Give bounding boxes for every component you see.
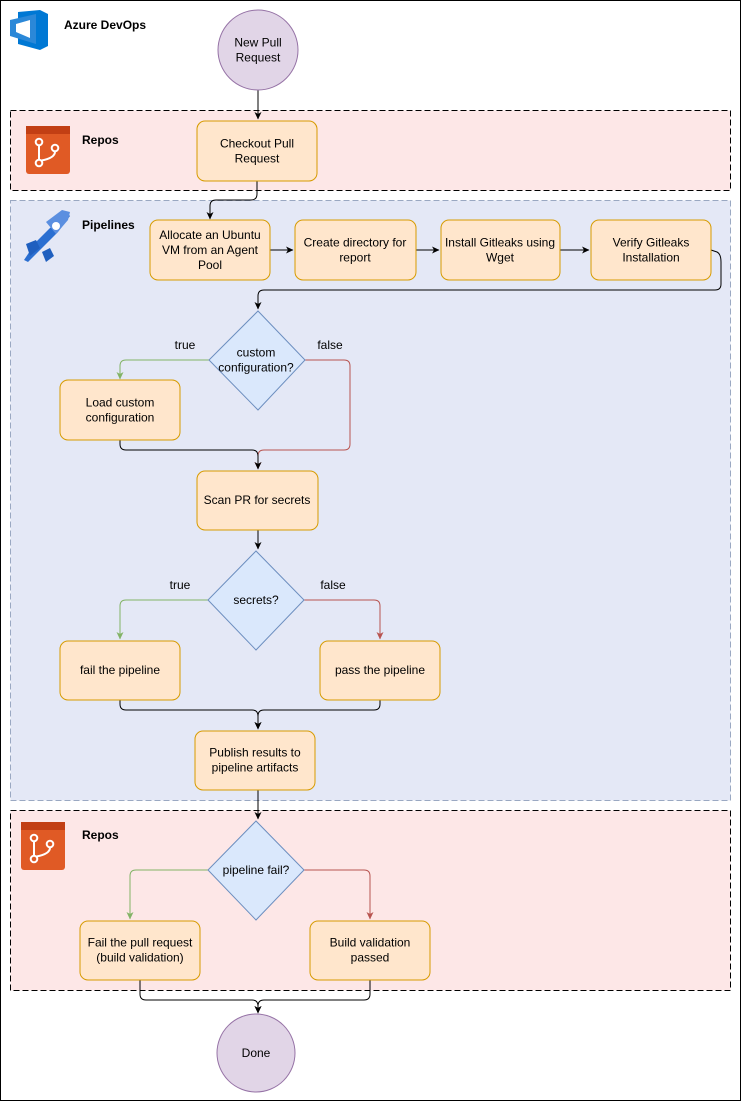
node-label: pipeline fail? [223,863,290,877]
node-scan-pr: Scan PR for secrets [196,470,319,531]
azure-pipelines-icon [24,210,70,262]
node-label-line: fail the pipeline [80,663,160,677]
repos-lane-top [10,110,731,191]
node-label-line: pass the pipeline [335,663,425,677]
edge-fail-publish [119,700,262,730]
node-label-line: VM from an Agent [162,243,259,257]
node-label-line: Request [236,51,281,65]
node-label-line: (build validation) [96,951,183,965]
decision-secrets: secrets? [207,550,305,651]
brand-label: Azure DevOps [64,18,146,32]
edge-failpr-done [139,980,262,1014]
node-label-line: Install Gitleaks using [445,236,555,250]
node-label: pass the pipeline [335,663,425,677]
node-fail-the-pipeline: fail the pipeline [59,640,181,701]
node-label-line: Load custom [86,396,155,410]
node-label: Done [242,1046,271,1060]
edge-label-secrets-false: false [320,578,346,592]
edges [116,90,722,1014]
edge-checkout-allocate [206,181,258,220]
node-label-line: New Pull [234,36,281,50]
node-label-line: custom [237,346,276,360]
node-label: fail the pipeline [80,663,160,677]
node-label-line: Publish results to [209,746,301,760]
azure-repos-icon [21,822,65,870]
node-label-line: secrets? [233,593,279,607]
edge-pipelinefail-true [126,869,209,920]
node-label-line: Pool [198,258,222,272]
node-label-line: Create directory for [304,236,407,250]
node-label-line: configuration? [218,361,294,375]
node-label-line: Scan PR for secrets [204,493,311,507]
edge-pipelinefail-false [304,869,374,920]
node-label-line: passed [351,951,390,965]
node-label-line: configuration [86,411,155,425]
node-label-line: report [339,251,371,265]
edge-pass-publish [254,700,381,730]
node-label: secrets? [233,593,279,607]
repos-bottom-label: Repos [82,828,119,842]
edge-label-custom-false: false [317,338,343,352]
node-label-line: Checkout Pull [220,137,294,151]
node-label-line: Fail the pull request [88,936,193,950]
edge-secrets-true [116,599,209,640]
edge-secrets-false [304,599,384,640]
edge-buildpassed-done [254,980,371,1014]
node-fail-pull-request: Fail the pull request(build validation) [79,920,201,981]
node-pass-the-pipeline: pass the pipeline [319,640,441,701]
node-label-line: Verify Gitleaks [613,236,690,250]
node-label-line: Allocate an Ubuntu [159,228,260,242]
node-label-line: Wget [486,251,515,265]
edge-custom-false [254,359,351,470]
pipelines-label: Pipelines [82,218,135,232]
edge-label-custom-true: true [175,338,196,352]
edge-custom-true [116,359,209,380]
node-label-line: Done [242,1046,271,1060]
node-done: Done [216,1013,296,1093]
edge-load-scan [119,440,262,470]
node-label-line: Build validation [330,936,411,950]
node-label-line: Installation [622,251,679,265]
node-label-line: Request [235,152,280,166]
decision-pipeline-fail: pipeline fail? [207,820,305,921]
node-label-line: pipeline fail? [223,863,290,877]
edge-verify-custom [254,249,722,310]
azure-repos-icon [26,126,70,174]
node-label: Fail the pull request(build validation) [88,936,193,965]
node-label: Scan PR for secrets [204,493,311,507]
node-label-line: pipeline artifacts [212,761,299,775]
repos-top-label: Repos [82,133,119,147]
edge-label-secrets-true: true [170,578,191,592]
azure-devops-logo-icon [10,10,48,50]
